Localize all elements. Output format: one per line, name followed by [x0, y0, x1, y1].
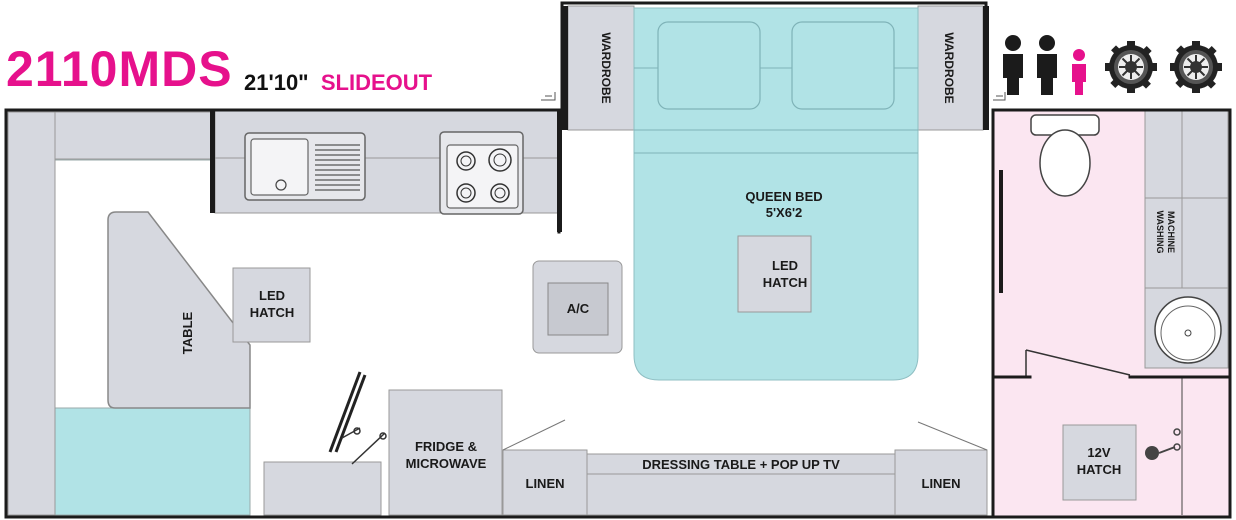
washing-label-1: WASHING	[1155, 210, 1165, 253]
linen-left-label: LINEN	[526, 476, 565, 491]
fridge-microwave	[388, 389, 503, 516]
bathroom-door-icon	[1025, 349, 1131, 376]
bed-size-label: 5'X6'2	[766, 205, 803, 220]
sink-icon	[244, 132, 366, 201]
wheel-icon	[1104, 40, 1158, 94]
linen-right	[894, 449, 988, 516]
wardrobe-right	[917, 5, 984, 131]
led-hatch-lounge	[232, 267, 311, 343]
linen-left	[502, 449, 588, 516]
table	[107, 211, 251, 409]
dressing-table-label: DRESSING TABLE + POP UP TV	[642, 457, 840, 472]
model-subtitle: 21'10" SLIDEOUT	[244, 72, 432, 94]
adult-icon	[1037, 35, 1057, 95]
model-type: SLIDEOUT	[320, 70, 433, 95]
adult-icon	[1003, 35, 1023, 95]
led-hatch-bed-label-2: HATCH	[763, 275, 808, 290]
lounge-backrest	[7, 111, 56, 516]
hatch-12v	[1062, 424, 1137, 501]
table-label: TABLE	[180, 311, 195, 354]
toilet-icon	[1030, 114, 1100, 197]
wardrobe-left-label: WARDROBE	[599, 32, 613, 103]
wardrobe-left	[567, 5, 635, 131]
wardrobe-right-label: WARDROBE	[942, 32, 956, 103]
shower-icon	[1145, 378, 1183, 515]
led-hatch-lounge-label-2: HATCH	[250, 305, 295, 320]
lounge-backrest-top	[54, 111, 213, 160]
fridge-label-1: FRIDGE &	[415, 439, 477, 454]
model-length: 21'10"	[244, 70, 309, 95]
basin-icon	[1144, 287, 1229, 369]
led-hatch-bed	[737, 235, 812, 313]
led-hatch-bed-label-1: LED	[772, 258, 798, 273]
washing-label-2: MACHINE	[1166, 211, 1176, 253]
model-title: 2110MDS	[6, 41, 233, 97]
child-icon	[1072, 49, 1086, 95]
dressing-table	[586, 453, 896, 516]
led-hatch-lounge-label-1: LED	[259, 288, 285, 303]
washing-machine	[1144, 109, 1229, 199]
hatch12v-label-2: HATCH	[1077, 462, 1122, 477]
wheel-icon	[1169, 40, 1223, 94]
cooktop-icon	[439, 131, 524, 215]
hatch12v-label-1: 12V	[1087, 445, 1110, 460]
pillow-right	[791, 21, 895, 110]
storage-cabinet	[263, 461, 382, 516]
fridge-label-2: MICROWAVE	[406, 456, 487, 471]
ac-label: A/C	[567, 301, 590, 316]
bed-label: QUEEN BED	[745, 189, 822, 204]
entry-door-icon	[328, 371, 367, 453]
linen-right-label: LINEN	[922, 476, 961, 491]
pillow-left	[657, 21, 761, 110]
